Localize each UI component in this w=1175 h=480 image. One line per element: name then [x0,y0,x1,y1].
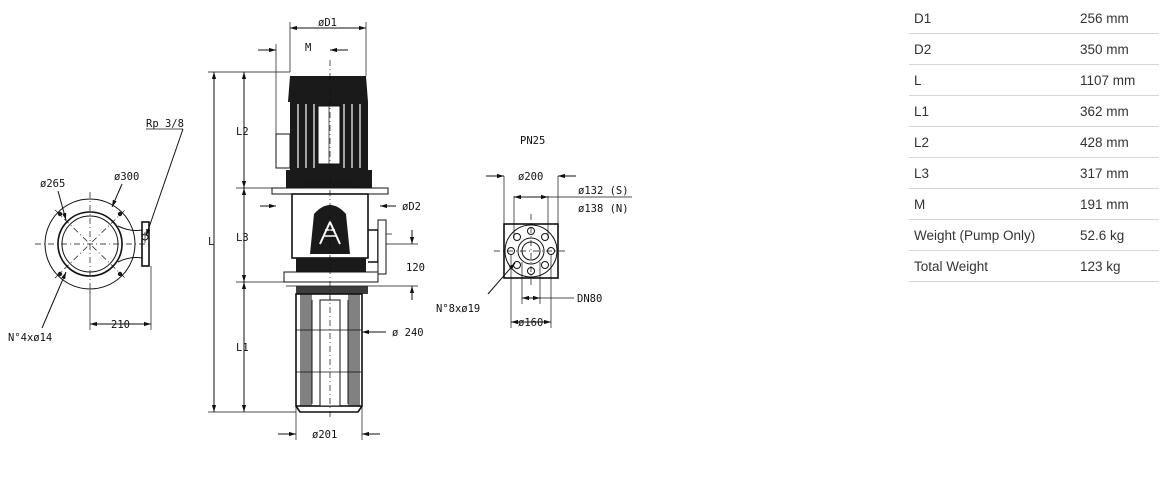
spec-key: L [909,64,1044,96]
dia-132-label: ø132 (S) [578,185,629,197]
spec-value: 191 mm [1044,188,1159,220]
dim-240-label: ø 240 [392,327,424,339]
dim-l2-label: L2 [236,126,249,138]
spec-key: L3 [909,157,1044,189]
flange-view: PN25 ø200 ø132 (S) ø138 (N) N°8xø19 [436,135,632,329]
spec-key: D2 [909,33,1044,65]
spec-key: L2 [909,126,1044,158]
spec-value: 362 mm [1044,95,1159,127]
dim-120-label: 120 [406,262,425,274]
dim-d1-label: øD1 [318,17,337,29]
spec-key: M [909,188,1044,220]
spec-key: Weight (Pump Only) [909,219,1044,251]
top-bolt-holes-label: N°4xø14 [8,332,52,344]
dim-l1-label: L1 [236,342,249,354]
dim-201-label: ø201 [312,429,337,441]
dim-210-label: 210 [111,319,130,331]
dim-l3-label: L3 [236,232,249,244]
flange-bolt-holes-label: N°8xø19 [436,303,480,315]
pump-dimension-drawing: Rp 3/8 ø265 ø300 N°4xø14 210 [8,17,632,441]
spec-value: 317 mm [1044,157,1159,189]
pump-side-view: L L2 L3 L1 øD1 M øD2 120 ø 240 [208,17,425,441]
dia-265-label: ø265 [40,178,65,190]
dn80-label: DN80 [577,293,602,305]
dia-300-label: ø300 [114,171,139,183]
spec-value: 1107 mm [1044,64,1159,96]
spec-value: 256 mm [1044,3,1159,34]
dia-138-label: ø138 (N) [578,203,629,215]
spec-value: 350 mm [1044,33,1159,65]
spec-key: D1 [909,3,1044,34]
dim-d2-label: øD2 [402,201,421,213]
spec-row: Weight (Pump Only)52.6 kg [909,219,1159,251]
rp-label: Rp 3/8 [146,118,184,130]
spec-key: Total Weight [909,250,1044,282]
pressure-label: PN25 [520,135,545,147]
spec-value: 52.6 kg [1044,219,1159,251]
spec-value: 428 mm [1044,126,1159,158]
dia-200-label: ø200 [518,171,543,183]
spec-value: 123 kg [1044,250,1159,282]
top-view: Rp 3/8 ø265 ø300 N°4xø14 210 [8,118,184,344]
dim-m-label: M [305,42,311,54]
dim-l-label: L [208,236,214,248]
spec-key: L1 [909,95,1044,127]
dia-160-label: ø160 [518,317,543,329]
